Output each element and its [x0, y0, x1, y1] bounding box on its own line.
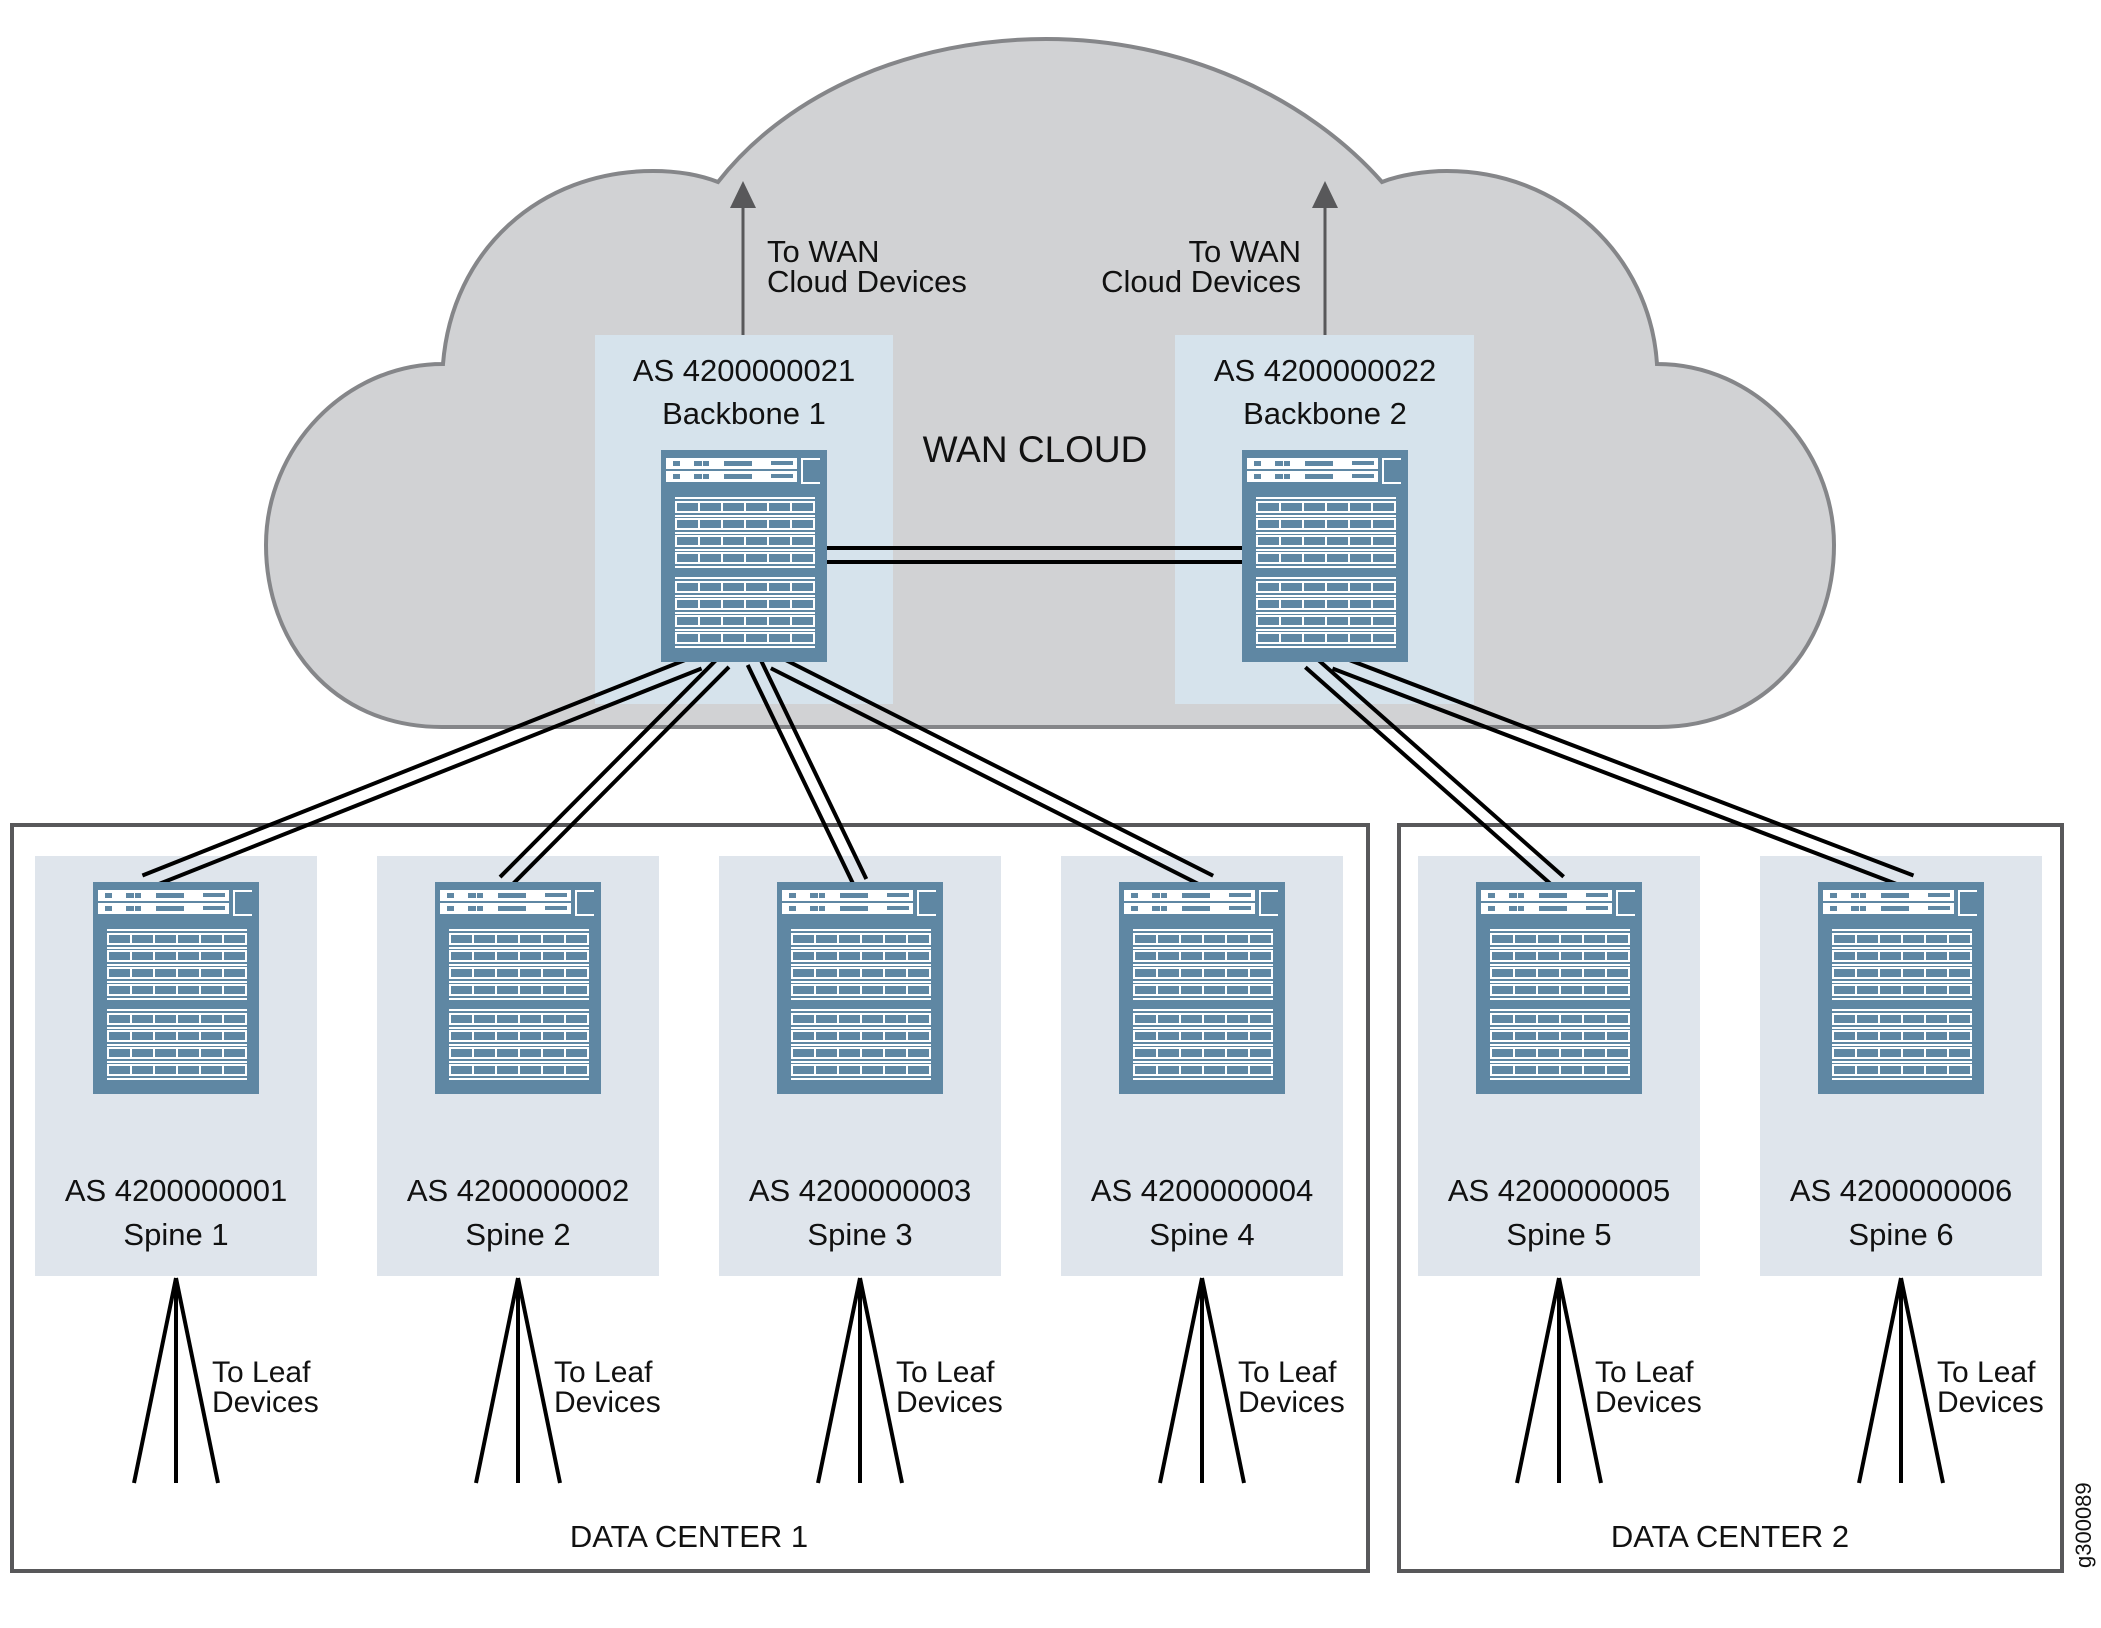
spine-5-leaf-label-line1: To Leaf: [1595, 1356, 1694, 1389]
device-layer: [93, 450, 1984, 1094]
spine-2-leaf-label-line1: To Leaf: [554, 1356, 653, 1389]
spine-5-name: Spine 5: [1506, 1217, 1611, 1252]
backbone-2-name: Backbone 2: [1243, 396, 1407, 431]
spine-2-switch-icon: [435, 882, 601, 1094]
spine-1-leaf-label-line1: To Leaf: [212, 1356, 311, 1389]
uplink-label-1-line2: Cloud Devices: [767, 264, 967, 299]
backbone-2-as-number: AS 4200000022: [1214, 353, 1436, 388]
spine-2-uplink: [498, 655, 731, 889]
spine-1-uplink: [141, 653, 703, 891]
backbone-interconnect-link: [827, 546, 1242, 564]
spine-1-as-number: AS 4200000001: [65, 1173, 287, 1208]
spine-3-name: Spine 3: [807, 1217, 912, 1252]
data-center-1-frame: [10, 823, 1370, 1573]
spine-5-as-number: AS 4200000005: [1448, 1173, 1670, 1208]
uplink-arrow-1: [730, 181, 756, 335]
spine-2-leaf-label-line2: Devices: [554, 1386, 661, 1419]
spine-4-uplink: [769, 653, 1215, 891]
spine-3-leaf-label-line2: Devices: [896, 1386, 1003, 1419]
spine-4-leaf-label-line2: Devices: [1238, 1386, 1345, 1419]
spine-1-leaf-label-line2: Devices: [212, 1386, 319, 1419]
spine-3-as-number: AS 4200000003: [749, 1173, 971, 1208]
spine-3-leaf-label-line1: To Leaf: [896, 1356, 995, 1389]
uplink-label-2-line1: To WAN: [1188, 234, 1301, 269]
spine-1-switch-icon: [93, 882, 259, 1094]
spine-2-name: Spine 2: [465, 1217, 570, 1252]
data-center-2-frame: [1397, 823, 2064, 1573]
spine-3-switch-icon: [777, 882, 943, 1094]
spine-1-name: Spine 1: [123, 1217, 228, 1252]
uplink-label-1-line1: To WAN: [767, 234, 880, 269]
backbone-1-as-number: AS 4200000021: [633, 353, 855, 388]
figure-id: g300089: [2071, 1482, 2096, 1568]
spine-6-name: Spine 6: [1848, 1217, 1953, 1252]
backbone-2-switch-icon: [1242, 450, 1408, 662]
spine-4-switch-icon: [1119, 882, 1285, 1094]
spine-6-uplink: [1331, 653, 1915, 891]
spine-5-uplink: [1304, 655, 1565, 889]
spine-4-name: Spine 4: [1149, 1217, 1254, 1252]
data-center-2-label: DATA CENTER 2: [1611, 1519, 1849, 1554]
spine-4-as-number: AS 4200000004: [1091, 1173, 1313, 1208]
spine-2-as-number: AS 4200000002: [407, 1173, 629, 1208]
spine-6-as-number: AS 4200000006: [1790, 1173, 2012, 1208]
spine-6-leaf-label-line2: Devices: [1937, 1386, 2044, 1419]
wan-cloud-label: WAN CLOUD: [923, 429, 1148, 470]
wan-cloud: [263, 36, 1837, 729]
uplink-arrow-2: [1312, 181, 1338, 335]
data-center-1-label: DATA CENTER 1: [570, 1519, 808, 1554]
spine-6-leaf-label-line1: To Leaf: [1937, 1356, 2036, 1389]
backbone-1-name: Backbone 1: [662, 396, 826, 431]
spine-4-leaf-label-line1: To Leaf: [1238, 1356, 1337, 1389]
spine-3-uplink: [745, 658, 869, 886]
link-layer: [141, 546, 1915, 891]
spine-5-leaf-label-line2: Devices: [1595, 1386, 1702, 1419]
spine-5-switch-icon: [1476, 882, 1642, 1094]
backbone-1-switch-icon: [661, 450, 827, 662]
spine-6-switch-icon: [1818, 882, 1984, 1094]
uplink-label-2-line2: Cloud Devices: [1101, 264, 1301, 299]
